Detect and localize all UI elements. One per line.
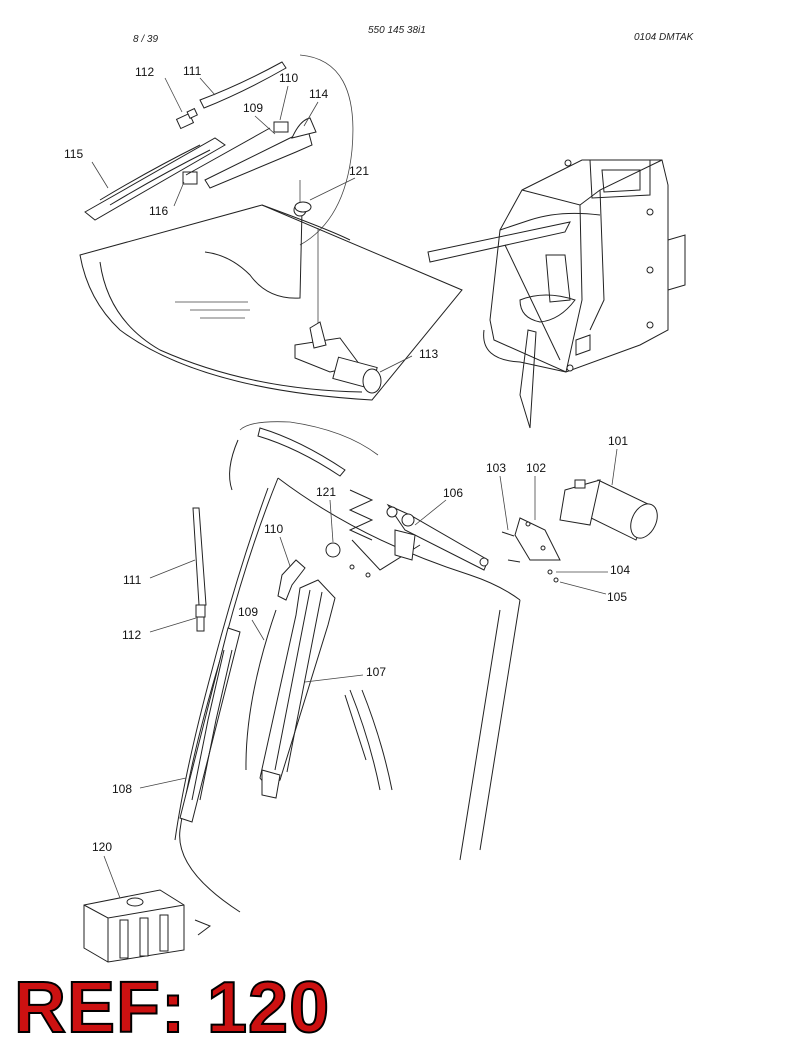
bottom-cable-109	[245, 609, 277, 771]
washer-tank-120	[83, 889, 212, 963]
bottom-hose-111	[192, 507, 207, 606]
callout-101: 101	[608, 434, 628, 448]
page-number: 8 / 39	[133, 34, 159, 45]
callout-121-bottom: 121	[316, 485, 336, 499]
bottom-glass-top-edge	[277, 477, 521, 601]
leader-lines	[91, 77, 618, 899]
bottom-clip-110	[277, 559, 306, 601]
callouts-top: 112 111 110 109 114 115 116 121 113	[64, 64, 438, 361]
callout-120: 120	[92, 840, 112, 854]
top-windshield-assembly	[79, 54, 463, 401]
callout-113-top: 113	[419, 347, 438, 361]
callout-105: 105	[607, 590, 627, 604]
top-clip-110	[273, 121, 289, 133]
bottom-glass-reflection	[349, 689, 393, 791]
callout-110-top: 110	[279, 71, 298, 85]
callout-102: 102	[526, 461, 546, 475]
top-glass-reflection	[175, 301, 250, 319]
bottom-wiper-blade-108	[179, 627, 241, 823]
callout-114-top: 114	[309, 87, 328, 101]
bottom-screws	[501, 531, 559, 583]
top-cable-109	[185, 127, 271, 176]
top-hose-111	[199, 61, 287, 109]
bottom-wiper-arm-107	[259, 579, 336, 799]
bottom-cab-curve	[239, 421, 379, 456]
top-motor-113	[294, 321, 382, 394]
reference-label: REF: 120	[13, 967, 331, 1048]
callout-109-top: 109	[243, 101, 263, 115]
document-number: 550 145 38i1	[368, 25, 426, 36]
callout-116-top: 116	[149, 204, 168, 218]
bottom-break-line	[348, 489, 374, 541]
top-glass-panel	[79, 204, 463, 401]
callouts-bottom: 101 103 102 121 106 110 111 112 109 104 …	[92, 434, 630, 854]
callout-109-bottom: 109	[238, 605, 258, 619]
document-code: 0104 DMTAK	[634, 32, 694, 43]
callout-106: 106	[443, 486, 463, 500]
callout-111-top: 111	[183, 64, 202, 78]
bottom-hose-upper	[257, 427, 346, 477]
top-hose-lower	[204, 209, 303, 299]
callout-104: 104	[610, 563, 630, 577]
callout-111-bottom: 111	[123, 573, 142, 587]
bottom-cab-curve-left	[229, 439, 239, 491]
top-glass-inner-edge	[99, 261, 363, 393]
bottom-glass-reflection-2	[344, 694, 367, 761]
callout-115-top: 115	[64, 147, 83, 161]
top-wiper-blade-115	[84, 137, 226, 221]
bottom-bracket-102	[514, 517, 561, 561]
bottom-glass-right-edge	[459, 599, 521, 861]
bottom-motor-101	[559, 479, 658, 541]
callout-110-bottom: 110	[264, 522, 283, 536]
top-cab-frame-curve	[299, 54, 354, 246]
bottom-windshield-assembly	[174, 421, 521, 913]
callout-103: 103	[486, 461, 506, 475]
top-glass-rail	[261, 204, 351, 241]
top-nozzle-112	[175, 107, 198, 130]
top-clip-116	[182, 171, 198, 185]
bottom-grommet-121	[325, 542, 341, 558]
callout-108: 108	[112, 782, 132, 796]
top-wiper-arm-114	[204, 117, 317, 217]
cab-overview	[427, 159, 686, 429]
top-grommet-121	[294, 201, 312, 213]
bottom-linkage-106	[386, 503, 489, 571]
bottom-glass-left-edge	[179, 477, 279, 913]
bottom-glass-left-inner	[174, 487, 269, 841]
callout-112-bottom: 112	[122, 628, 141, 642]
callout-107: 107	[366, 665, 386, 679]
callout-121-top: 121	[349, 164, 369, 178]
callout-112-top: 112	[135, 65, 154, 79]
bottom-nozzle-112	[195, 604, 206, 632]
